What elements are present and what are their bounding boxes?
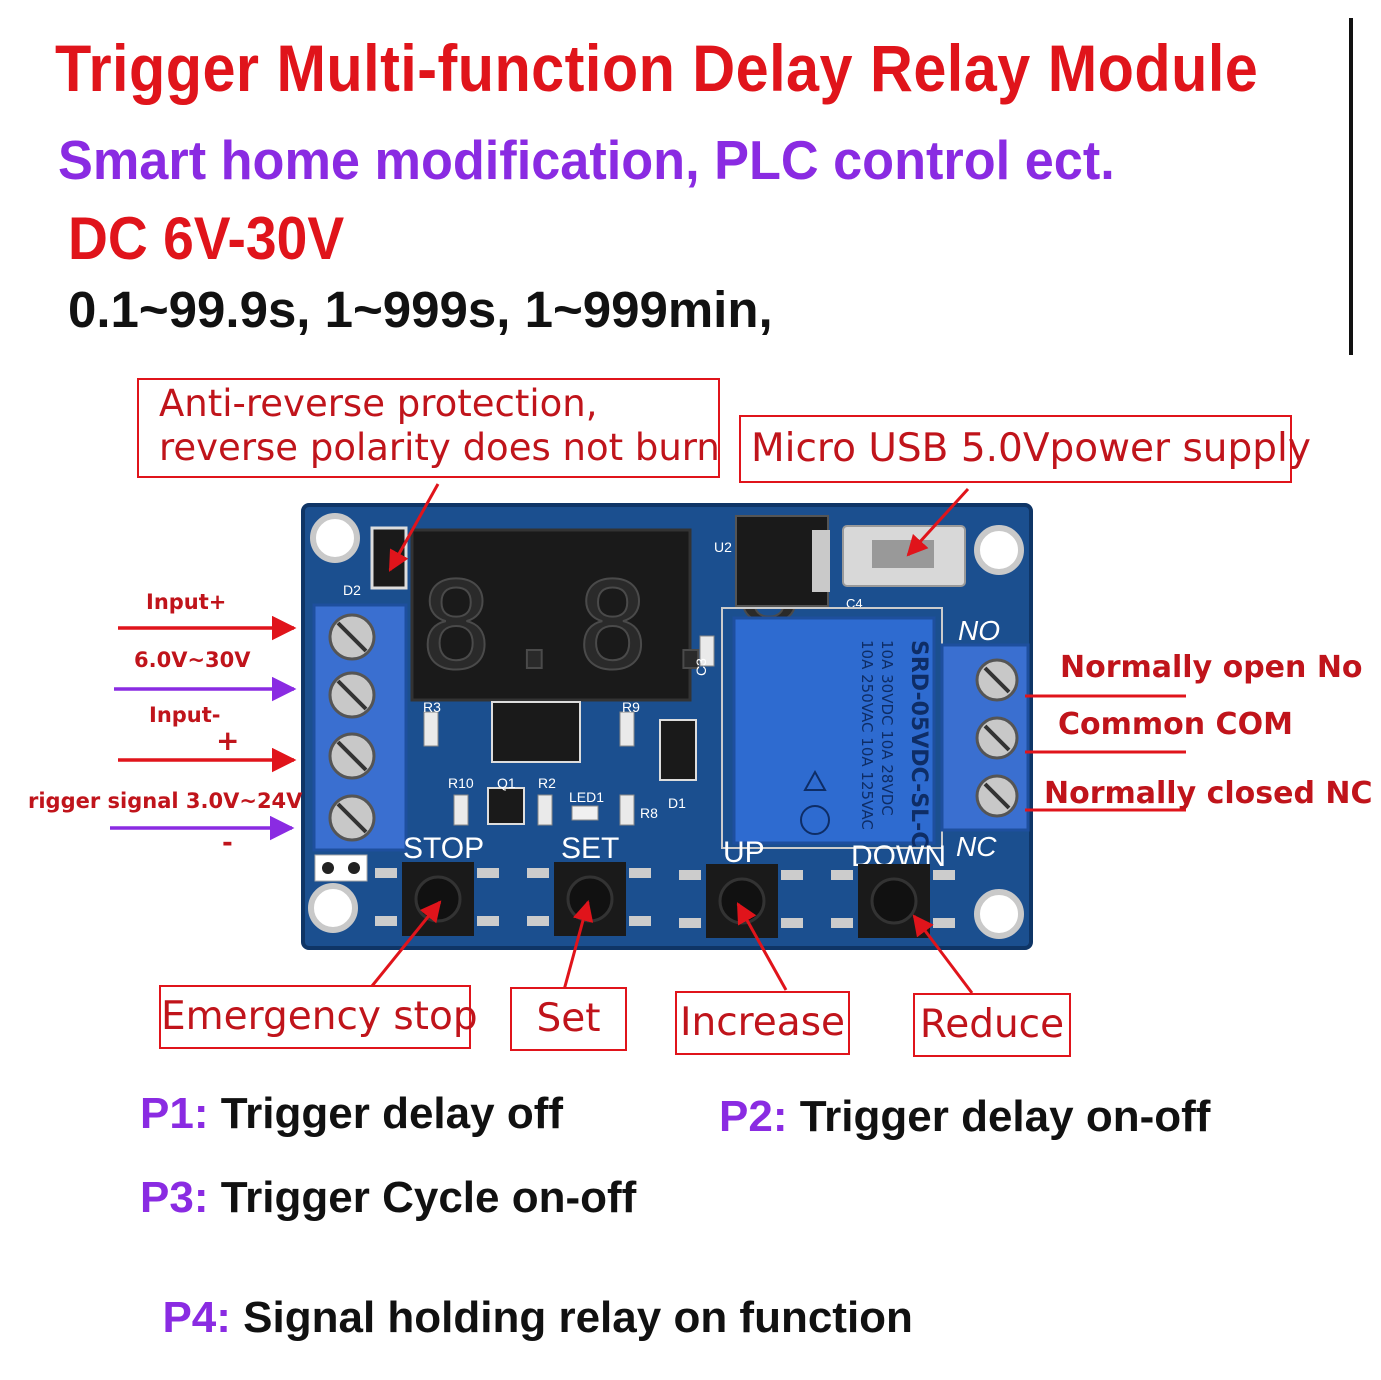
anti-reverse-pointer — [388, 483, 440, 572]
mode-p2: P2: Trigger delay on-off — [719, 1092, 1210, 1142]
anti-reverse-callout: Anti-reverse protection, reverse polarit… — [137, 378, 720, 478]
usb-pointer — [906, 487, 970, 557]
silk-d1: D1 — [668, 795, 686, 811]
trigger-plus-sign: + — [216, 724, 240, 757]
stop-button[interactable] — [375, 862, 499, 936]
cqc-mark-icon — [800, 805, 830, 835]
mounting-holes — [308, 513, 1024, 939]
page-title: Trigger Multi-function Delay Relay Modul… — [55, 31, 1259, 105]
mode-p4: P4: Signal holding relay on function — [138, 1243, 913, 1343]
transistor-q1 — [487, 787, 525, 825]
silk-r8: R8 — [640, 805, 658, 821]
silk-r9: R9 — [622, 699, 640, 715]
page-subtitle: Smart home modification, PLC control ect… — [58, 129, 1115, 191]
voltage-spec: DC 6V-30V — [68, 205, 345, 272]
silk-stop: STOP — [403, 832, 484, 865]
seven-segment-display — [410, 528, 692, 702]
mode-p2-key: P2: — [719, 1092, 788, 1141]
mode-p3-text: Trigger Cycle on-off — [220, 1173, 637, 1222]
diode-d1 — [659, 719, 697, 781]
time-ranges: 0.1~99.9s, 1~999s, 1~999min, — [68, 281, 773, 338]
vertical-divider — [1349, 18, 1353, 355]
silk-up: UP — [723, 836, 765, 869]
mode-p4-text: Signal holding relay on function — [230, 1293, 913, 1342]
anti-reverse-line1: Anti-reverse protection, — [159, 382, 598, 425]
normally-closed-label: Normally closed NC — [1044, 776, 1373, 811]
input-range-label: 6.0V~30V — [134, 648, 251, 672]
normally-open-label: Normally open No — [1060, 650, 1363, 685]
set-pointer — [562, 899, 594, 991]
reduce-pointer — [912, 914, 974, 994]
mode-p3-key: P3: — [140, 1173, 209, 1222]
silk-r3: R3 — [423, 699, 441, 715]
mode-p3: P3: Trigger Cycle on-off — [140, 1173, 636, 1223]
input-minus-label: Input- — [149, 703, 221, 727]
mode-p1-key: P1: — [140, 1089, 209, 1138]
silk-r10: R10 — [448, 775, 474, 791]
silk-led1: LED1 — [569, 789, 604, 805]
relay-rating-1: 10A 250VAC 10A 125VAC — [858, 640, 876, 830]
mode-p1-text: Trigger delay off — [220, 1089, 564, 1138]
mode-p4-key: P4: — [162, 1293, 231, 1342]
emergency-stop-callout: Emergency stop — [159, 985, 478, 1049]
relay — [732, 616, 936, 845]
up-button[interactable] — [679, 864, 803, 938]
ic-chip — [491, 701, 581, 763]
set-callout: Set — [510, 987, 627, 1051]
silk-d2: D2 — [343, 582, 361, 598]
silk-r2: R2 — [538, 775, 556, 791]
trigger-signal-label: rigger signal 3.0V~24V — [28, 789, 303, 813]
micro-usb-callout: Micro USB 5.0Vpower supply — [739, 415, 1311, 483]
silk-no: NO — [958, 615, 1000, 646]
silk-c3: C3 — [693, 658, 709, 676]
stop-pointer — [370, 900, 442, 987]
relay-rating-2: 10A 30VDC 10A 28VDC — [878, 640, 896, 816]
increase-pointer — [736, 902, 788, 991]
tactile-buttons — [375, 862, 955, 938]
silk-q1: Q1 — [497, 775, 516, 791]
silk-u2: U2 — [714, 539, 732, 555]
increase-callout: Increase — [675, 991, 850, 1055]
trigger-minus-sign: - — [222, 828, 233, 858]
silk-nc: NC — [956, 831, 997, 862]
mode-p2-text: Trigger delay on-off — [799, 1092, 1211, 1141]
diode-d2 — [370, 526, 408, 590]
mode-p1: P1: Trigger delay off — [140, 1089, 563, 1139]
warning-triangle-icon — [803, 769, 827, 791]
anti-reverse-line2: reverse polarity does not burn — [159, 426, 720, 469]
input-plus-label: Input+ — [146, 590, 227, 614]
relay-model: SRD-05VDC-SL-C — [906, 640, 931, 847]
common-label: Common COM — [1058, 707, 1293, 742]
silk-set: SET — [561, 832, 619, 865]
reduce-callout: Reduce — [913, 993, 1071, 1057]
